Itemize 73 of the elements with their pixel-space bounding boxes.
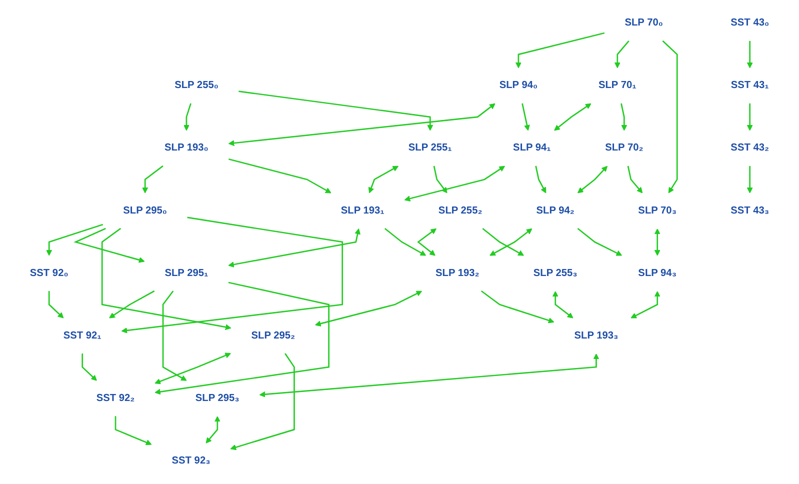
- arrow: [522, 103, 530, 131]
- node-text: SST 43₂: [730, 142, 770, 154]
- arrow: [109, 290, 155, 318]
- arrow: [154, 352, 231, 384]
- node-text: SLP 255₁: [408, 142, 452, 154]
- node-text: SLP 255₀: [174, 79, 218, 91]
- arrow: [433, 166, 448, 194]
- node-text: SLP 70₁: [598, 79, 636, 91]
- arrow: [121, 216, 344, 334]
- arrow: [46, 224, 104, 256]
- arrow: [228, 103, 496, 146]
- arrow: [577, 166, 608, 194]
- node-text: SST 92₃: [172, 454, 210, 466]
- arrow: [114, 416, 152, 446]
- node-text: SLP 295₁: [164, 267, 208, 279]
- arrow: [404, 166, 506, 202]
- node-text: SST 43₃: [730, 204, 770, 216]
- arrow: [184, 103, 192, 131]
- node-text: SLP 94₁: [513, 142, 551, 154]
- arrow: [490, 228, 532, 256]
- arrow: [228, 158, 332, 194]
- node-text: SLP 295₀: [123, 204, 168, 216]
- node-text: SLP 70₀: [624, 16, 663, 28]
- arrow: [746, 40, 753, 68]
- arrow: [101, 228, 232, 330]
- arrow: [154, 282, 330, 395]
- arrow: [654, 228, 660, 256]
- node-text: SLP 295₃: [195, 392, 240, 404]
- arrow: [48, 291, 64, 318]
- node-text: SLP 255₃: [533, 267, 578, 279]
- arrow: [315, 290, 422, 327]
- arrow: [630, 291, 660, 318]
- node-text: SLP 193₁: [340, 204, 384, 216]
- node-text: SST 92₂: [96, 392, 135, 404]
- arrow: [228, 228, 360, 268]
- node-text: SLP 193₂: [436, 267, 480, 279]
- arrow: [482, 228, 524, 256]
- arrow: [577, 228, 622, 256]
- arrow: [662, 40, 678, 194]
- node-text: SLP 255₂: [438, 204, 482, 216]
- arrow: [384, 228, 426, 256]
- arrow: [480, 290, 554, 324]
- arrow: [554, 103, 592, 131]
- node-text: SLP 70₃: [638, 204, 677, 216]
- node-text: SLP 295₂: [251, 330, 296, 342]
- arrow: [206, 416, 220, 444]
- node-text: SST 43₀: [730, 16, 770, 28]
- arrow: [614, 40, 630, 68]
- node-text: SST 92₁: [63, 330, 102, 342]
- node-text: SLP 94₀: [499, 79, 538, 91]
- arrow: [535, 166, 546, 194]
- arrow: [74, 228, 145, 263]
- node-text: SLP 193₃: [574, 330, 618, 342]
- node-text: SLP 94₂: [536, 204, 574, 216]
- node-text: SLP 70₂: [605, 142, 644, 154]
- arrow: [417, 228, 436, 256]
- arrow: [627, 166, 643, 194]
- arrow: [238, 90, 434, 131]
- arrow: [620, 103, 628, 131]
- arrow: [259, 354, 600, 398]
- arrow: [230, 353, 295, 450]
- arrow: [142, 165, 164, 194]
- arrow: [162, 290, 187, 381]
- arrow: [746, 103, 753, 131]
- arrow: [552, 291, 574, 318]
- arrow: [746, 166, 753, 194]
- node-text: SLP 193₀: [164, 142, 208, 154]
- arrow: [82, 354, 97, 381]
- node-text: SST 92₀: [30, 267, 68, 279]
- arrow: [515, 32, 605, 68]
- arrow: [368, 166, 399, 194]
- node-text: SLP 94₃: [638, 267, 677, 279]
- node-text: SST 43₁: [730, 79, 769, 91]
